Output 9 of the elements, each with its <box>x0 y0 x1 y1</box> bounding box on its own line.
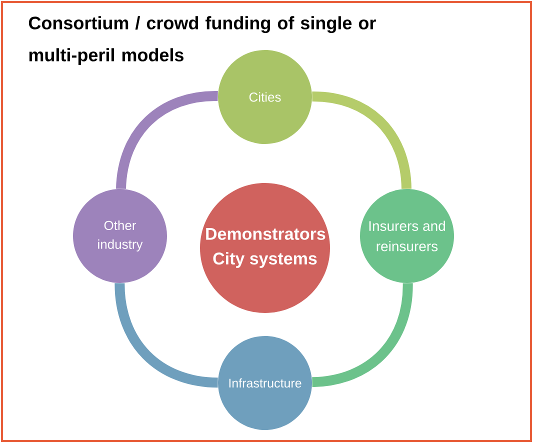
ring-arc <box>312 282 413 388</box>
circle-node: Cities <box>218 50 312 144</box>
ring-arc <box>114 282 218 388</box>
circle-node: Other industry <box>73 188 167 283</box>
circle-node: Infrastructure <box>218 336 312 430</box>
ring-arc <box>312 92 412 190</box>
circle-node: Insurers and reinsurers <box>360 188 454 283</box>
ring-arc <box>116 91 218 190</box>
circle-node: Demonstrators City systems <box>200 183 330 313</box>
